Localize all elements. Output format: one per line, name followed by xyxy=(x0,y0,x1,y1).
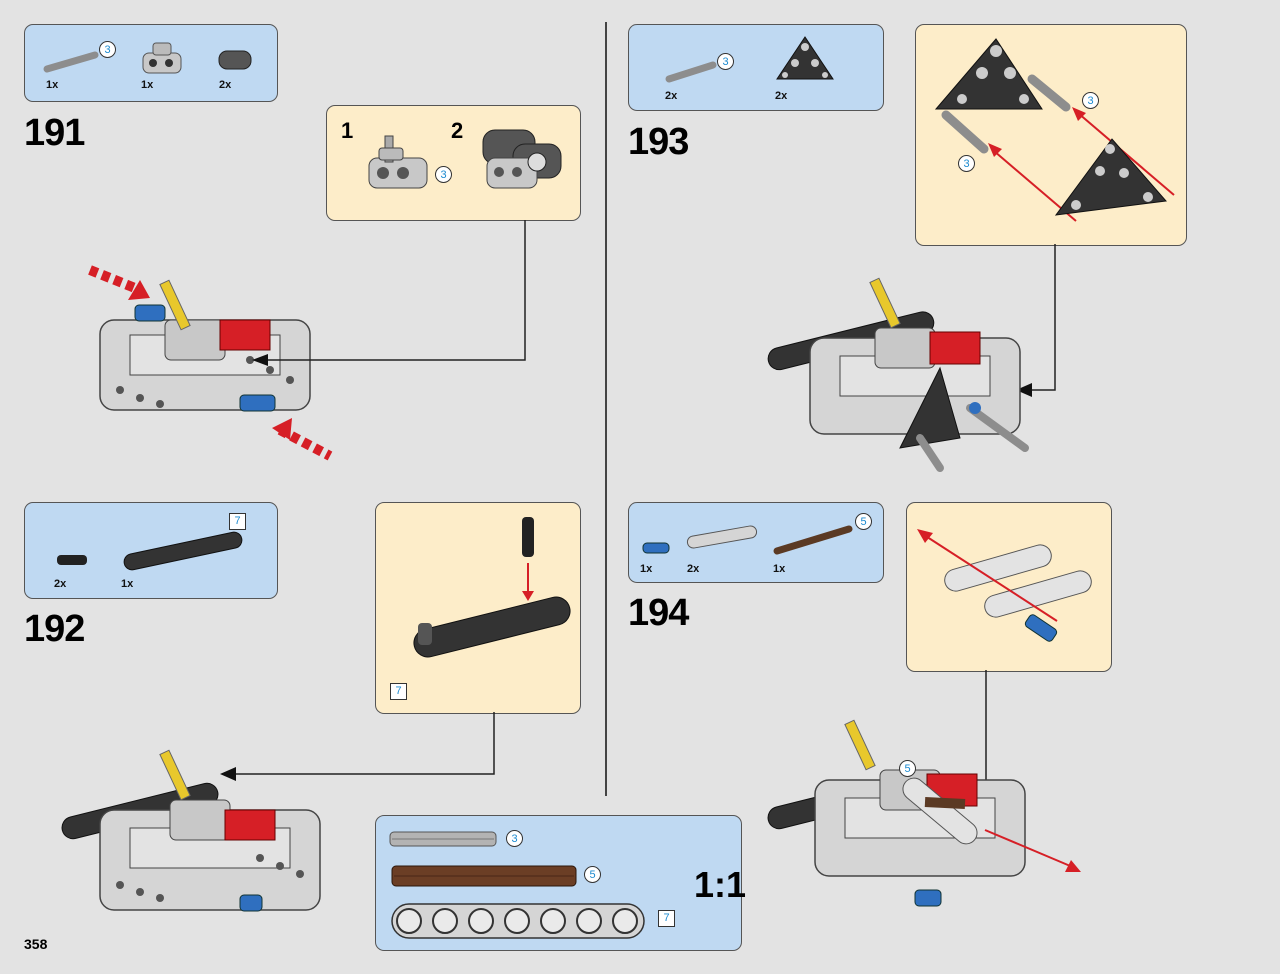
thin-beam-assembly-icon xyxy=(917,529,1092,642)
step-number: 193 xyxy=(628,121,689,163)
axle-5-scale-icon xyxy=(391,865,577,887)
part-qty: 2x xyxy=(54,578,67,590)
step-194-model xyxy=(767,719,1081,907)
double-block-assembly-icon xyxy=(482,129,562,189)
part-qty: 2x xyxy=(775,90,788,102)
step-number: 192 xyxy=(24,608,85,650)
axle-3-icon xyxy=(43,51,99,73)
axle-brown-icon xyxy=(773,525,853,555)
step-number: 194 xyxy=(628,592,689,634)
part-length-callout: 7 xyxy=(390,683,407,700)
step-194-subassembly xyxy=(906,502,1112,672)
part-qty: 1x xyxy=(46,79,59,91)
callout-connector-line xyxy=(220,712,495,781)
callout-connector-line xyxy=(1016,244,1056,397)
step-194-parts-list: 1x 2x 5 1x xyxy=(628,502,884,583)
thin-beam-icon xyxy=(686,525,758,549)
step-191-model xyxy=(88,265,333,461)
page-number: 358 xyxy=(24,936,48,952)
part-length-callout: 3 xyxy=(99,41,116,58)
axle-3-icon xyxy=(665,61,717,83)
part-qty: 1x xyxy=(773,563,786,575)
page-divider xyxy=(605,22,607,796)
part-qty: 1x xyxy=(141,79,154,91)
step-193-parts-list: 3 2x 2x xyxy=(628,24,884,111)
pin-black-icon xyxy=(57,555,87,565)
double-block-icon xyxy=(218,50,252,70)
part-length-callout: 3 xyxy=(1082,92,1099,109)
part-qty: 1x xyxy=(121,578,134,590)
step-193-model xyxy=(767,277,1029,472)
connector-assembly-icon xyxy=(368,135,428,189)
scale-label: 1:1 xyxy=(694,864,747,905)
beam-7-scale-icon xyxy=(391,903,645,939)
step-192-model xyxy=(61,749,321,912)
scale-callout: 5 xyxy=(584,866,601,883)
triangle-beam-assembly-icon xyxy=(934,38,1175,222)
step-191-subassembly: 1 2 3 xyxy=(326,105,581,221)
part-length-callout: 3 xyxy=(717,53,734,70)
part-length-callout: 3 xyxy=(958,155,975,172)
step-number: 191 xyxy=(24,112,85,154)
callout-connector-line xyxy=(252,220,526,366)
axle-3-scale-icon xyxy=(389,831,497,847)
step-191-parts-list: 3 1x 1x 2x xyxy=(24,24,278,102)
part-length-callout: 5 xyxy=(855,513,872,530)
beam-pin-assembly-icon xyxy=(413,517,571,658)
step-192-subassembly: 7 xyxy=(375,502,581,714)
scale-reference-box: 3 5 7 1:1 xyxy=(375,815,746,951)
beam-7-black-icon xyxy=(123,531,243,571)
part-qty: 1x xyxy=(640,563,653,575)
substep-label: 1 xyxy=(341,118,354,143)
step-192-parts-list: 2x 7 1x xyxy=(24,502,278,599)
connector-block-icon xyxy=(142,42,182,74)
part-qty: 2x xyxy=(687,563,700,575)
scale-callout: 3 xyxy=(506,830,523,847)
scale-callout: 7 xyxy=(658,910,675,927)
part-qty: 2x xyxy=(219,79,232,91)
part-length-callout: 5 xyxy=(899,760,916,777)
substep-label: 2 xyxy=(451,118,464,143)
step-193-subassembly: 3 3 xyxy=(915,24,1187,246)
part-qty: 2x xyxy=(665,90,678,102)
triangle-beam-icon xyxy=(776,36,834,80)
part-length-callout: 7 xyxy=(229,513,246,530)
pin-blue-icon xyxy=(642,542,670,554)
part-length-callout: 3 xyxy=(435,166,452,183)
